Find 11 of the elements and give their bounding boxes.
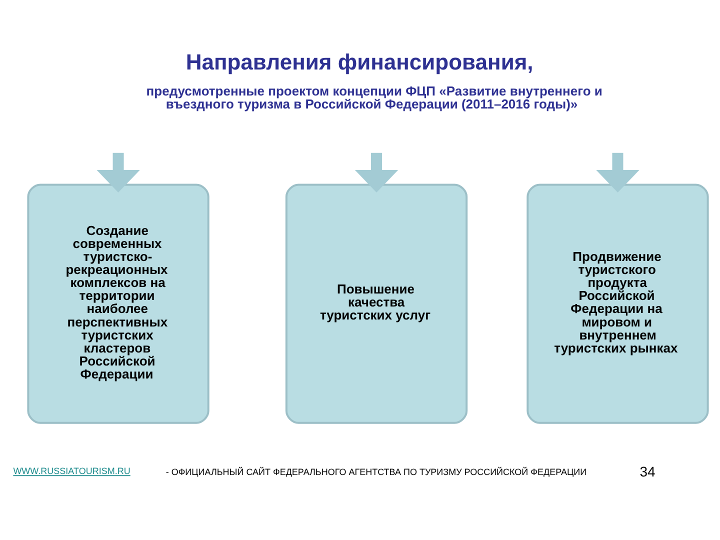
node-box: Создание современных туристско-рекреационных комплексов на территории наиболее перспективных туристских кластеров Российской Федерации [27, 184, 210, 424]
diagram-title: Направления финансирования, [186, 50, 534, 75]
label: - ОФИЦИАЛЬНЫЙ САЙТ ФЕДЕРАЛЬНОГО АГЕНТСТВА ПО ТУРИЗМУ РОССИЙСКОЙ ФЕДЕРАЦИИ [166, 467, 587, 478]
label: 34 [640, 464, 656, 480]
node-box: Продвижение туристского продукта Российской Федерации на мировом и внутреннем туристских рынках [526, 184, 709, 424]
arrow [596, 152, 640, 192]
label: WWW.RUSSIATOURISM.RU [13, 466, 130, 476]
arrow [96, 152, 140, 192]
label: предусмотренные проектом концепции ФЦП «Развитие внутреннего и въездного туризма в Российской Федерации (2011–2016 годы)» [146, 83, 602, 112]
arrow [354, 152, 398, 192]
node-box: Повышение качества туристских услуг [285, 184, 468, 424]
